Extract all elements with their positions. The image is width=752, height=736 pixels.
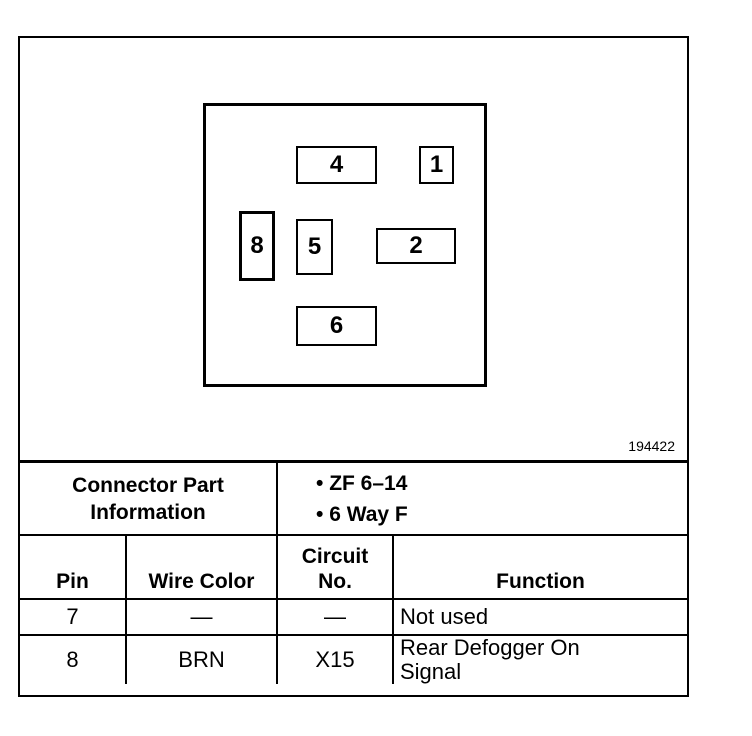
connector-sheet: 4 1 8 5 2 6 194422 Connector Part Inform… xyxy=(18,36,689,697)
connector-diagram-area: 4 1 8 5 2 6 194422 xyxy=(20,38,687,463)
cell-circuit: — xyxy=(276,598,394,636)
connector-info-label: Connector Part Information xyxy=(20,463,278,536)
connector-info-item: ZF 6–14 xyxy=(316,468,681,499)
connector-info-row: Connector Part Information ZF 6–14 6 Way… xyxy=(20,463,687,536)
header-pin: Pin xyxy=(20,534,127,600)
header-wire-color: Wire Color xyxy=(125,534,278,600)
pin-cavity-4: 4 xyxy=(296,146,377,184)
header-function: Function xyxy=(392,534,687,600)
cell-pin: 7 xyxy=(20,598,127,636)
cell-pin: 8 xyxy=(20,634,127,684)
cell-function: Not used xyxy=(392,598,687,636)
pin-cavity-1: 1 xyxy=(419,146,454,184)
cell-function: Rear Defogger On Signal xyxy=(392,634,687,684)
header-circuit-no: Circuit No. xyxy=(276,534,394,600)
figure-number: 194422 xyxy=(628,438,675,454)
cell-wire-color: BRN xyxy=(125,634,278,684)
connector-housing: 4 1 8 5 2 6 xyxy=(203,103,487,387)
table-header-row: Pin Wire Color Circuit No. Function xyxy=(20,534,687,600)
connector-info-items: ZF 6–14 6 Way F xyxy=(276,463,687,536)
pin-cavity-8: 8 xyxy=(239,211,275,281)
connector-info-item: 6 Way F xyxy=(316,499,681,530)
table-row: 7 — — Not used xyxy=(20,598,687,636)
pin-cavity-6: 6 xyxy=(296,306,377,346)
cell-circuit: X15 xyxy=(276,634,394,684)
cell-wire-color: — xyxy=(125,598,278,636)
pinout-table: Connector Part Information ZF 6–14 6 Way… xyxy=(20,463,687,684)
pin-cavity-2: 2 xyxy=(376,228,456,264)
table-row: 8 BRN X15 Rear Defogger On Signal xyxy=(20,634,687,684)
pin-cavity-5: 5 xyxy=(296,219,333,275)
